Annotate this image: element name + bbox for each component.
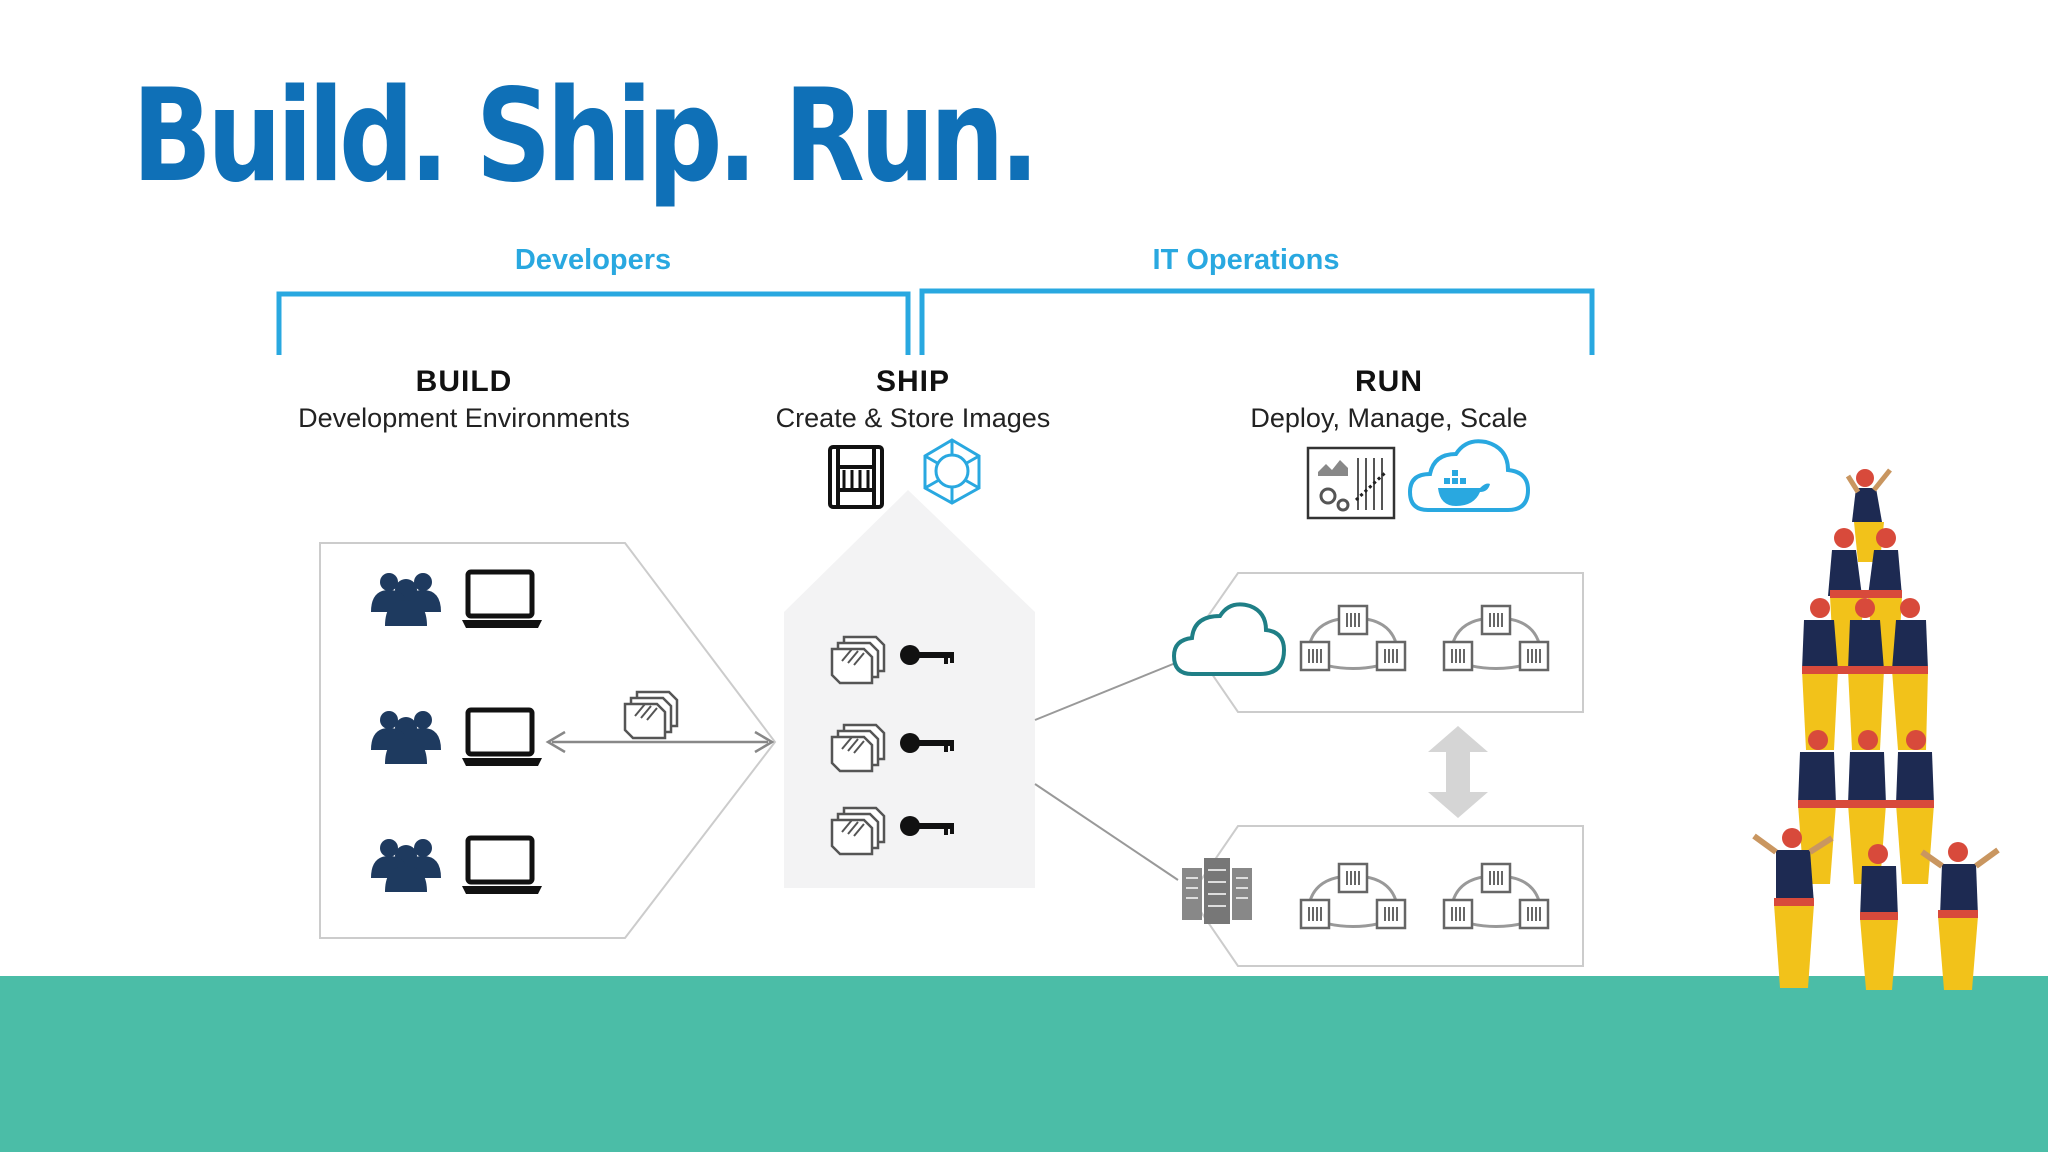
image-stack-icon: [830, 635, 886, 685]
image-stack-icon: [830, 806, 886, 856]
group-label-it-operations: IT Operations: [1152, 244, 1340, 276]
stage-subtitle-build: Development Environments: [298, 403, 630, 433]
registry-rack-icon: [828, 445, 884, 509]
footer-band: [0, 976, 2048, 1152]
vertical-double-arrow: [1428, 726, 1488, 818]
stage-title-run: RUN: [1355, 365, 1423, 398]
stage-title-build: BUILD: [415, 365, 513, 398]
image-stack-icon: [623, 690, 679, 740]
two-way-arrow: [545, 730, 775, 754]
docker-cloud-icon: [1407, 439, 1531, 512]
group-label-developers: Developers: [514, 244, 672, 276]
image-stack-icon: [830, 723, 886, 773]
build-panel: [319, 542, 777, 939]
connector-line: [1034, 783, 1179, 881]
it-operations-bracket: [919, 288, 1595, 355]
human-tower-illustration: [1752, 468, 2000, 990]
ship-panel: [784, 490, 1035, 888]
slide-title: Build. Ship. Run.: [132, 62, 1039, 211]
cloud-icon: [1171, 602, 1287, 676]
human-tower-figures: [1752, 468, 2000, 990]
datacenter-server-icon: [1182, 858, 1252, 924]
connector-line: [1034, 661, 1179, 721]
stage-title-ship: SHIP: [875, 365, 951, 398]
dashboard-panel-icon: [1306, 446, 1396, 520]
hub-wheel-icon: [923, 438, 981, 505]
developers-bracket: [276, 291, 911, 355]
stage-subtitle-run: Deploy, Manage, Scale: [1250, 403, 1528, 433]
stage-subtitle-ship: Create & Store Images: [775, 403, 1051, 433]
